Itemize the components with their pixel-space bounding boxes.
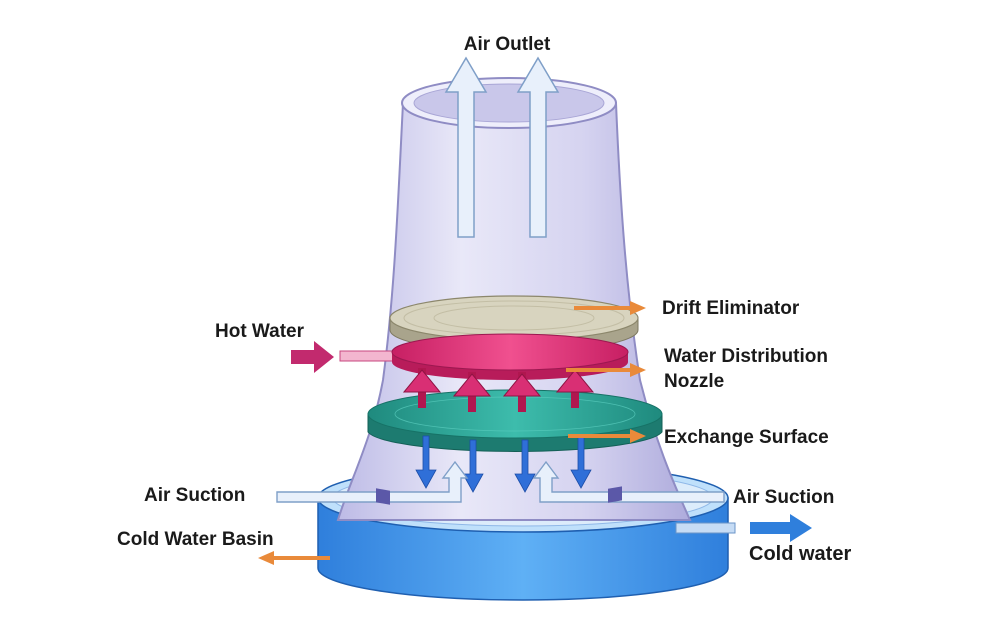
exchange-surface-fill [367,389,663,452]
label-drift-eliminator: Drift Eliminator [662,298,800,319]
leader-arrows [258,301,646,565]
distribution-nozzles [402,368,595,412]
label-nozzle: Nozzle [664,371,724,392]
label-air-outlet: Air Outlet [464,34,551,55]
air-suction-left-arrow [276,460,469,503]
nozzle [452,372,492,412]
air-outlet-arrows [444,56,560,238]
nozzle [502,372,542,412]
water-distribution-plate [391,333,629,380]
label-exchange-surface: Exchange Surface [664,427,829,448]
air-suction-right-arrow [532,460,725,503]
label-cold-water-basin: Cold Water Basin [117,529,274,550]
air-inlet-vent-right [608,486,622,503]
label-cold-water: Cold water [749,543,851,565]
hot-water-inlet-pipe [339,350,397,362]
label-water-distribution: Water Distribution [664,346,828,367]
label-air-suction-right: Air Suction [733,487,834,508]
exchange-leader [568,429,646,443]
label-hot-water: Hot Water [215,321,305,342]
drift-leader [574,301,646,315]
nozzle-leader [566,363,646,377]
nozzle [402,368,442,408]
air-inlet-vent-left [376,488,390,505]
nozzle [555,368,595,408]
cold-water-arrow [750,514,812,542]
label-air-suction-left: Air Suction [144,485,245,506]
water-down-arrows [415,435,592,493]
cold-water-outlet-pipe [675,522,736,534]
hot-water-arrow [291,341,334,373]
basin-leader [258,551,330,565]
